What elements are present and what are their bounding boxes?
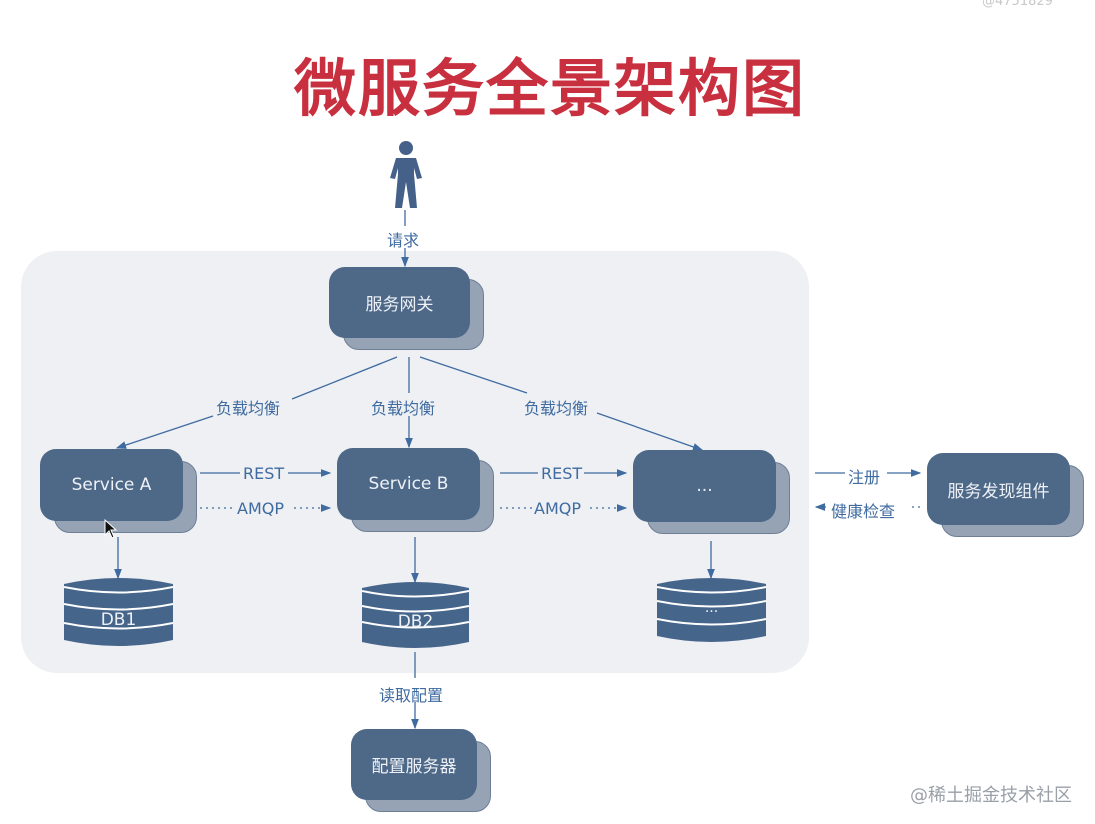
service-b-box[interactable]: Service B	[337, 448, 494, 532]
lb-line-a-1	[291, 356, 398, 400]
discovery-box[interactable]: 服务发现组件	[927, 453, 1084, 537]
service-b-label: Service B	[337, 448, 480, 520]
gateway-label: 服务网关	[329, 267, 470, 338]
service-a-label: Service A	[40, 449, 183, 521]
database-icon	[361, 582, 470, 648]
load-balance-label-a: 负载均衡	[216, 399, 281, 418]
amqp-label-ab: AMQP	[237, 499, 284, 518]
service-a-box[interactable]: Service A	[40, 449, 197, 533]
service-more-box[interactable]: ...	[633, 450, 790, 534]
config-server-box[interactable]: 配置服务器	[351, 729, 491, 812]
read-config-label: 读取配置	[379, 686, 444, 705]
db2-label: DB2	[397, 612, 434, 632]
db3-cylinder[interactable]: ...	[656, 578, 767, 644]
rest-label-bc: REST	[541, 464, 583, 483]
db1-label: DB1	[100, 610, 137, 630]
user-icon	[390, 141, 422, 208]
mouse-cursor-icon	[104, 519, 118, 539]
diagram-title: 微服务全景架构图	[293, 52, 806, 125]
load-balance-label-c: 负载均衡	[524, 399, 589, 418]
lb-line-c-2	[596, 412, 704, 451]
register-label: 注册	[848, 468, 881, 487]
watermark-top: @4751829	[982, 0, 1053, 9]
amqp-label-bc: AMQP	[534, 499, 581, 518]
config-server-label: 配置服务器	[351, 729, 477, 800]
gateway-box[interactable]: 服务网关	[329, 267, 484, 350]
lb-line-a-2	[115, 415, 214, 449]
db3-label: ...	[704, 600, 719, 616]
watermark-bottom: @稀土掘金技术社区	[910, 785, 1072, 806]
service-more-label: ...	[633, 450, 776, 522]
db1-cylinder[interactable]: DB1	[63, 578, 174, 648]
db2-cylinder[interactable]: DB2	[361, 582, 470, 650]
database-icon	[63, 578, 174, 646]
load-balance-label-b: 负载均衡	[371, 399, 436, 418]
database-icon	[656, 578, 767, 642]
health-check-label: 健康检查	[831, 502, 896, 521]
rest-label-ab: REST	[243, 464, 285, 483]
discovery-label: 服务发现组件	[927, 453, 1070, 525]
request-label: 请求	[387, 231, 420, 250]
lb-line-c-1	[419, 356, 528, 394]
